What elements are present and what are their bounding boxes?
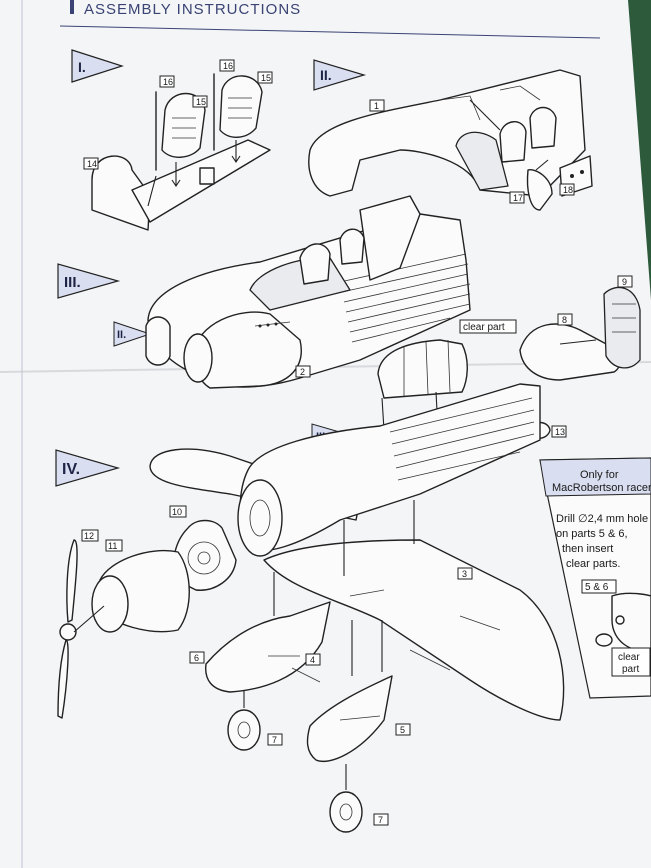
inset-text-line2: on parts 5 & 6, (556, 528, 628, 540)
callout-2: 2 (295, 365, 311, 378)
callout-clear-part: clear part (459, 319, 517, 334)
callout-9: 9 (617, 275, 633, 288)
svg-text:8: 8 (562, 315, 567, 325)
step-tab-1: I. (71, 49, 124, 83)
step-tab-4: IV. (55, 449, 121, 487)
svg-text:2: 2 (300, 367, 305, 377)
step3-drawing (145, 195, 471, 389)
callout-1: 1 (369, 99, 385, 112)
step1-drawing (91, 73, 271, 231)
svg-text:10: 10 (172, 507, 182, 517)
svg-text:7: 7 (272, 735, 277, 745)
callout-15a: 15 (192, 95, 208, 108)
callout-15b: 15 (257, 71, 273, 84)
svg-text:14: 14 (87, 159, 97, 169)
callout-8: 8 (557, 313, 573, 326)
ref-label-II: II. (117, 329, 126, 341)
svg-text:7: 7 (378, 815, 383, 825)
callout-16b: 16 (219, 59, 235, 72)
inset-text-line3: then insert (562, 543, 613, 555)
callout-7b: 7 (373, 813, 389, 826)
step-label-2: II. (320, 67, 332, 83)
svg-text:16: 16 (223, 61, 233, 71)
macrobertson-inset: Only for MacRobertson racer Drill ∅2,4 m… (539, 457, 651, 699)
callout-11: 11 (105, 539, 123, 552)
header-mark (70, 0, 74, 14)
step4-drawing (57, 383, 565, 833)
svg-text:5 & 6: 5 & 6 (585, 582, 609, 593)
canopy-tail-drawing (377, 286, 641, 439)
svg-text:18: 18 (563, 185, 573, 195)
ref-tab-II: II. (113, 321, 152, 347)
svg-text:13: 13 (555, 427, 565, 437)
svg-text:clear part: clear part (463, 322, 505, 333)
callout-12: 12 (81, 529, 99, 542)
svg-text:1: 1 (374, 101, 379, 111)
callout-6: 6 (189, 651, 205, 664)
inset-text-line1: Drill ∅2,4 mm hole (556, 513, 648, 525)
callout-13: 13 (551, 425, 567, 438)
callout-4: 4 (305, 653, 321, 666)
header-title: ASSEMBLY INSTRUCTIONS (84, 1, 301, 18)
svg-text:17: 17 (513, 193, 523, 203)
svg-text:6: 6 (194, 653, 199, 663)
callout-10: 10 (169, 505, 187, 518)
callout-14: 14 (83, 157, 99, 170)
step-label-4: IV. (62, 461, 80, 478)
callout-clear-part-inset (611, 647, 651, 677)
page-border-top (59, 25, 601, 39)
svg-text:4: 4 (310, 655, 315, 665)
svg-text:12: 12 (84, 531, 94, 541)
svg-text:15: 15 (261, 73, 271, 83)
step-label-3: III. (64, 274, 81, 291)
step-tab-3: III. (57, 263, 121, 299)
callout-5-6 (581, 579, 617, 594)
svg-text:part: part (622, 664, 639, 675)
callout-3: 3 (457, 567, 473, 580)
svg-text:3: 3 (462, 569, 467, 579)
inset-text-line4: clear parts. (566, 558, 620, 570)
svg-text:11: 11 (108, 541, 117, 551)
callout-17: 17 (509, 191, 525, 204)
svg-text:15: 15 (196, 97, 206, 107)
inset-title-line1: Only for (580, 469, 619, 481)
callout-16a: 16 (159, 75, 175, 88)
callout-18: 18 (559, 183, 575, 196)
callout-7a: 7 (267, 733, 283, 746)
svg-text:5: 5 (400, 725, 405, 735)
inset-title-line2: MacRobertson racer (552, 482, 651, 494)
step-tab-2: II. (313, 59, 367, 91)
callout-5: 5 (395, 723, 411, 736)
svg-text:16: 16 (163, 77, 173, 87)
step-label-1: I. (78, 59, 86, 75)
svg-text:clear: clear (618, 652, 640, 663)
svg-text:9: 9 (622, 277, 627, 287)
